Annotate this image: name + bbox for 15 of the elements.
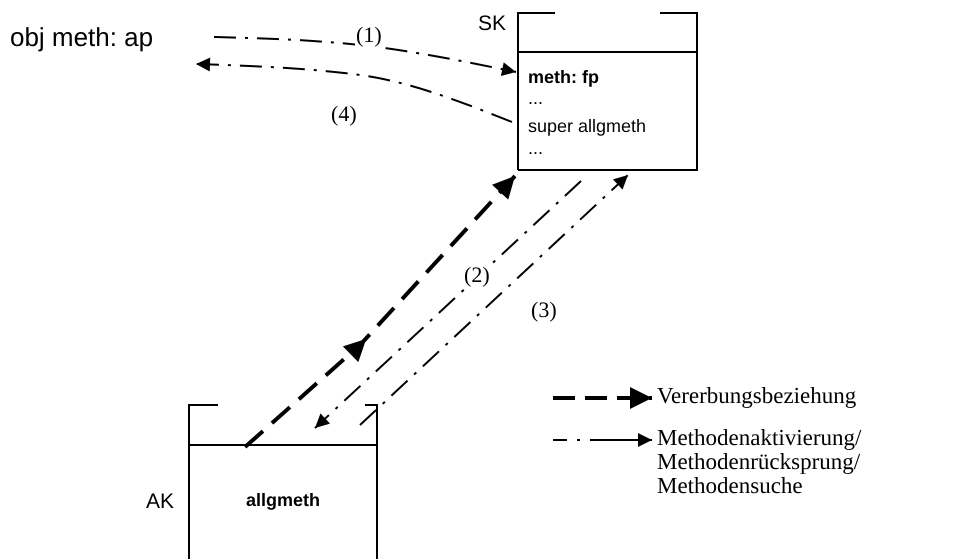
class-name: SK [478,12,506,36]
object-call-text: obj meth: ap [10,22,154,53]
legend-text: Methodenaktivierung/ Methodenrücksprung/ Methodensuche [657,426,862,498]
method-name: allgmeth [244,490,321,511]
class-name: AK [146,490,174,514]
ellipsis: ... [528,138,544,159]
method-call: super allgmeth [528,116,646,137]
arrow [196,57,512,123]
arrow [214,36,516,76]
arrow [244,174,516,448]
arrow [314,180,582,429]
arrow [359,174,629,426]
legend-text: Vererbungsbeziehung [657,384,858,408]
method-signature: meth: fp [528,67,599,88]
ellipsis: ... [528,88,544,109]
